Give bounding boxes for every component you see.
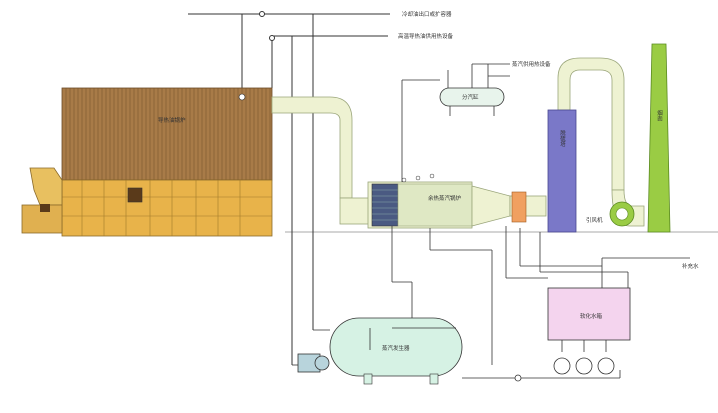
label-induced-fan: 引风机 — [586, 216, 603, 224]
circulation-pump — [297, 353, 330, 373]
label-desulfurization-tower: 脱硫塔 — [559, 129, 566, 148]
waste-heat-boiler — [367, 173, 547, 229]
thermal-oil-boiler — [21, 87, 273, 237]
label-waste-heat-boiler: 余热蒸汽锅炉 — [428, 194, 462, 202]
label-makeup-water: 补充水 — [682, 262, 699, 270]
water-lines — [292, 226, 690, 379]
chimney — [647, 43, 671, 233]
deaerator-tank — [329, 317, 463, 385]
steam-header — [401, 63, 510, 182]
induced-fan — [609, 201, 635, 227]
flue-duct — [271, 96, 371, 225]
label-softened-water-tank: 软化水箱 — [580, 312, 603, 320]
top-pipes — [188, 11, 390, 365]
label-deaerator-tank: 蒸汽发生器 — [382, 344, 410, 352]
label-pipe-top-1: 冷却油出口或扩容器 — [402, 10, 452, 18]
label-steam-to-users: 蒸汽供用热设备 — [512, 60, 551, 68]
label-boiler: 导热油锅炉 — [158, 116, 186, 124]
label-steam-header: 分汽缸 — [462, 93, 479, 101]
label-chimney: 烟囱 — [656, 109, 663, 123]
label-pipe-top-2: 高温导热油供用热设备 — [398, 32, 454, 40]
feed-pumps — [514, 357, 615, 382]
softened-water-tank — [547, 287, 631, 341]
